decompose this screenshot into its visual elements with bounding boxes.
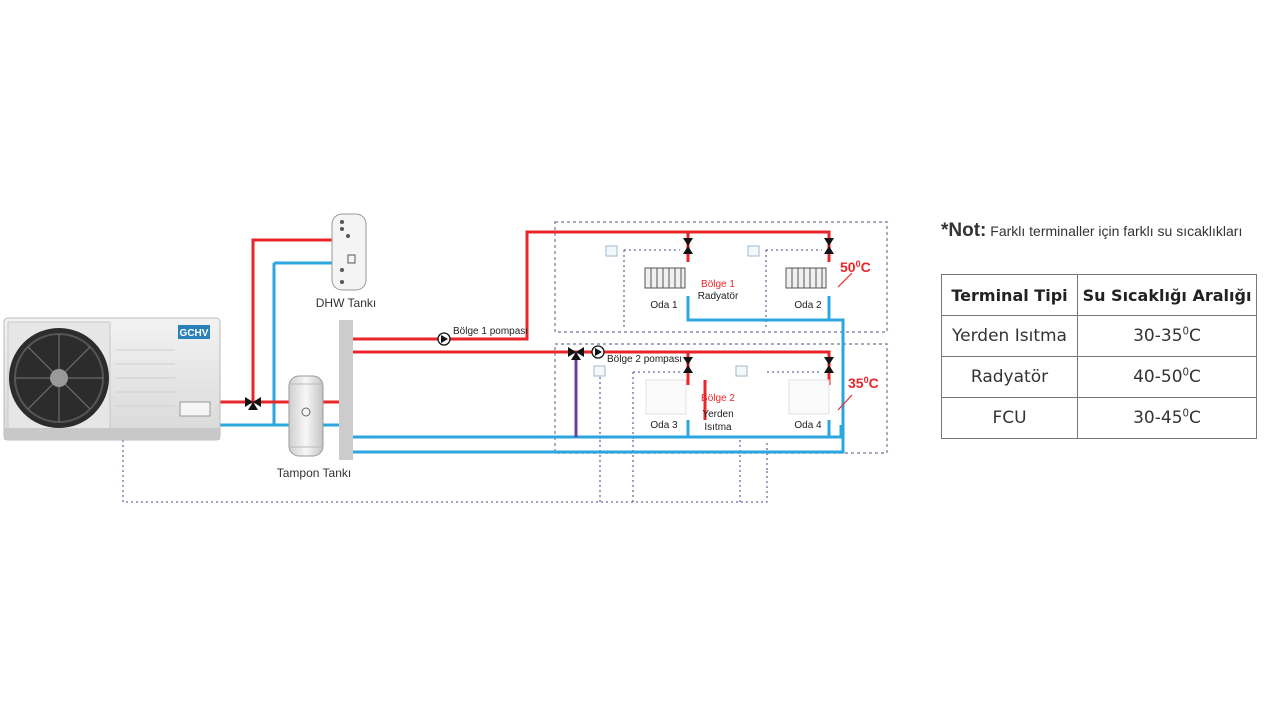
radiator-icon-room2	[785, 267, 827, 289]
room3-label: Oda 3	[650, 420, 678, 431]
mixing-valve-icon	[568, 347, 584, 360]
zone1-pump-icon	[437, 332, 451, 346]
thermostat-icons	[593, 245, 760, 377]
zone2-title: Bölge 2	[701, 393, 735, 404]
room4-label: Oda 4	[794, 420, 822, 431]
temp-zone1-callout: 500C	[837, 259, 871, 288]
note-prefix: *Not:	[941, 220, 987, 241]
brand-logo	[178, 325, 210, 339]
temperature-range-cell: 40-500C	[1077, 356, 1257, 398]
note-text: *Not: Farklı terminaller için farklı su …	[941, 220, 1242, 242]
zone1-title: Bölge 1	[701, 279, 735, 290]
pump-zone1-label: Bölge 1 pompası	[453, 326, 528, 337]
pump-zone2-label: Bölge 2 pompası	[607, 354, 682, 365]
heat-pump-unit: GCHV	[3, 317, 221, 441]
temperature-range-cell: 30-450C	[1077, 397, 1257, 439]
zone2-type-line2: Isıtma	[704, 422, 732, 433]
floor-heating-icons	[645, 379, 830, 415]
temp-zone2-callout: 350C	[837, 375, 879, 411]
svg-text:500C: 500C	[840, 259, 871, 275]
radiator-icon-room1	[644, 267, 686, 289]
dhw-tank	[331, 213, 367, 291]
terminal-type-cell: Radyatör	[941, 356, 1078, 398]
zone1-box	[554, 221, 888, 333]
room2-label: Oda 2	[794, 300, 822, 311]
table-row: Yerden Isıtma 30-350C	[941, 315, 1257, 357]
table-header-terminal: Terminal Tipi	[941, 274, 1078, 316]
control-wiring	[122, 249, 822, 503]
note-body: Farklı terminaller için farklı su sıcakl…	[986, 223, 1243, 239]
terminal-temperature-table: Terminal Tipi Su Sıcaklığı Aralığı Yerde…	[941, 274, 1257, 439]
buffer-tank-label: Tampon Tankı	[277, 466, 352, 480]
table-row: FCU 30-450C	[941, 397, 1257, 439]
terminal-type-cell: Yerden Isıtma	[941, 315, 1078, 357]
heating-system-diagram: GCHV DHW Tankı Tampon Tankı	[3, 213, 888, 503]
svg-text:GCHV: GCHV	[180, 328, 209, 339]
three-way-valve-icon	[245, 397, 261, 410]
terminal-type-cell: FCU	[941, 397, 1078, 439]
buffer-tank	[288, 375, 324, 457]
zone-valves	[683, 238, 834, 373]
dhw-tank-label: DHW Tankı	[316, 296, 376, 310]
zone1-type: Radyatör	[698, 291, 739, 302]
temperature-range-cell: 30-350C	[1077, 315, 1257, 357]
table-header-range: Su Sıcaklığı Aralığı	[1077, 274, 1257, 316]
zone2-pump-icon	[591, 345, 605, 359]
svg-text:350C: 350C	[848, 375, 879, 391]
hydraulic-separator	[339, 320, 353, 460]
table-header-row: Terminal Tipi Su Sıcaklığı Aralığı	[941, 274, 1257, 316]
zone2-type-line1: Yerden	[702, 409, 733, 420]
table-row: Radyatör 40-500C	[941, 356, 1257, 398]
room1-label: Oda 1	[650, 300, 678, 311]
